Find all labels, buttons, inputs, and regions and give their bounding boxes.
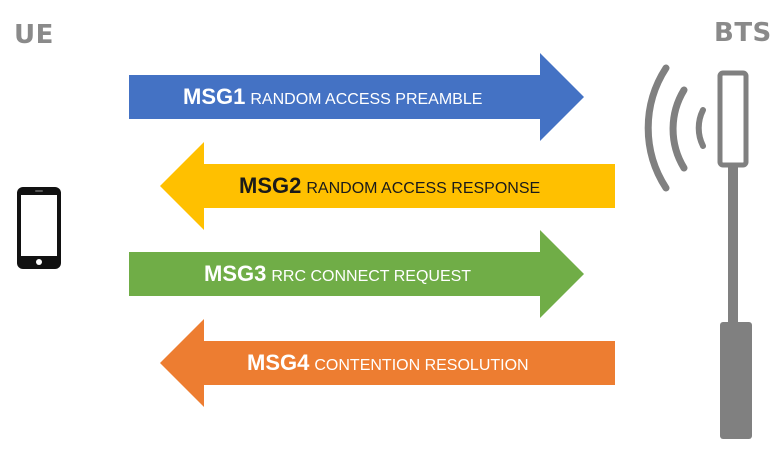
msg4-arrow-shape <box>160 319 615 407</box>
signal-wave-middle <box>669 86 688 172</box>
msg4-id: MSG4 <box>247 350 310 375</box>
msg3-arrow-shape <box>129 230 584 318</box>
signal-wave-outer <box>644 64 670 192</box>
msg1-arrow-shape <box>129 53 584 141</box>
bts-label: BTS <box>714 18 772 48</box>
msg2-arrow-shape <box>160 142 615 230</box>
msg1-id: MSG1 <box>183 84 246 109</box>
msg2-id: MSG2 <box>239 173 302 198</box>
msg3-name: RRC CONNECT REQUEST <box>271 268 472 285</box>
msg1-name: RANDOM ACCESS PREAMBLE <box>250 91 483 108</box>
ue-label: UE <box>14 20 54 50</box>
smartphone-icon <box>16 186 62 275</box>
cell-tower-icon <box>636 58 776 448</box>
signal-wave-inner <box>695 107 706 149</box>
msg3-id: MSG3 <box>204 261 267 286</box>
msg4-name: CONTENTION RESOLUTION <box>314 357 529 374</box>
msg2-name: RANDOM ACCESS RESPONSE <box>306 180 541 197</box>
